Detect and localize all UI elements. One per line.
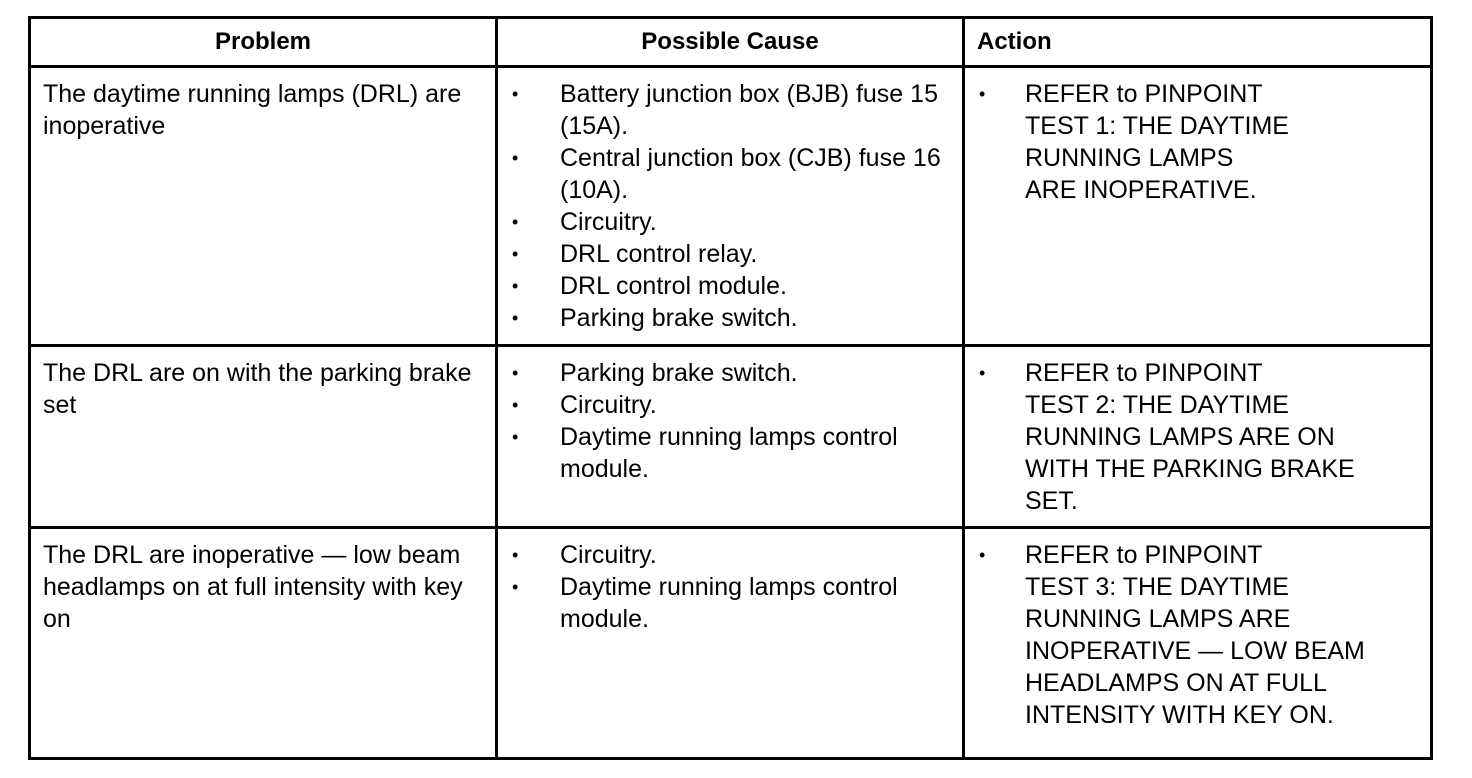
cause-item: • DRL control relay. [510, 238, 950, 270]
action-text: REFER to PINPOINT TEST 3: THE DAYTIME RU… [1025, 541, 1365, 730]
action-list: • REFER to PINPOINT TEST 2: THE DAYTIME R… [977, 357, 1418, 517]
action-list: • REFER to PINPOINT TEST 3: THE DAYTIME R… [977, 539, 1418, 731]
header-row: Problem Possible Cause Action [28, 16, 1433, 68]
action-cell: • REFER to PINPOINT TEST 2: THE DAYTIME R… [962, 344, 1433, 530]
cause-text: Battery junction box (BJB) fuse 15 (15A)… [560, 80, 938, 140]
cause-item: • Circuitry. [510, 206, 950, 238]
action-item: • REFER to PINPOINT TEST 3: THE DAYTIME R… [977, 539, 1418, 731]
bullet-icon: • [512, 545, 519, 566]
bullet-icon: • [512, 395, 519, 416]
problem-cell: The DRL are on with the parking brake se… [28, 344, 498, 530]
bullet-icon: • [512, 244, 519, 264]
bullet-icon: • [512, 148, 519, 168]
action-item: • REFER to PINPOINT TEST 1: THE DAYTIME R… [977, 78, 1418, 206]
cause-item: • Parking brake switch. [510, 302, 950, 334]
cause-text: Circuitry. [560, 208, 657, 236]
cause-text: Central junction box (CJB) fuse 16 (10A)… [560, 144, 941, 204]
cause-item: • Circuitry. [510, 389, 950, 421]
header-possible-cause: Possible Cause [495, 16, 965, 68]
action-item: • REFER to PINPOINT TEST 2: THE DAYTIME R… [977, 357, 1418, 517]
problem-cell: The daytime running lamps (DRL) are inop… [28, 64, 498, 348]
table-row: The DRL are on with the parking brake se… [28, 344, 1433, 530]
cause-text: Circuitry. [560, 541, 657, 570]
cause-text: Daytime running lamps control module. [560, 573, 898, 634]
action-cell: • REFER to PINPOINT TEST 1: THE DAYTIME R… [962, 64, 1433, 348]
cause-text: Parking brake switch. [560, 304, 798, 332]
bullet-icon: • [512, 84, 519, 104]
problem-cell: The DRL are inoperative — low beam headl… [28, 526, 498, 760]
cause-text: Daytime running lamps control module. [560, 423, 898, 484]
cause-item: • Battery junction box (BJB) fuse 15 (15A… [510, 78, 950, 142]
cause-text: Circuitry. [560, 391, 657, 420]
cause-item: • Daytime running lamps control module. [510, 421, 950, 485]
cause-item: • DRL control module. [510, 270, 950, 302]
cause-list: • Parking brake switch. • Circuitry. • Dayt… [510, 357, 950, 485]
cause-cell: • Circuitry. • Daytime running lamps contr… [495, 526, 965, 760]
bullet-icon: • [979, 363, 986, 384]
cause-item: • Circuitry. [510, 539, 950, 571]
bullet-icon: • [512, 308, 519, 328]
action-list: • REFER to PINPOINT TEST 1: THE DAYTIME R… [977, 78, 1418, 206]
table-row: The daytime running lamps (DRL) are inop… [28, 64, 1433, 348]
cause-item: • Daytime running lamps control module. [510, 571, 950, 635]
cause-list: • Battery junction box (BJB) fuse 15 (15A… [510, 78, 950, 334]
cause-text: DRL control relay. [560, 240, 758, 268]
cause-cell: • Parking brake switch. • Circuitry. • Dayt… [495, 344, 965, 530]
bullet-icon: • [979, 545, 986, 566]
table-row: The DRL are inoperative — low beam headl… [28, 526, 1433, 760]
bullet-icon: • [512, 276, 519, 296]
bullet-icon: • [512, 363, 519, 384]
diagnosis-table: Problem Possible Cause Action The daytim… [28, 16, 1433, 760]
header-problem: Problem [28, 16, 498, 68]
bullet-icon: • [979, 84, 986, 104]
cause-text: DRL control module. [560, 272, 787, 300]
bullet-icon: • [512, 577, 519, 598]
cause-cell: • Battery junction box (BJB) fuse 15 (15A… [495, 64, 965, 348]
cause-text: Parking brake switch. [560, 359, 798, 388]
action-text: REFER to PINPOINT TEST 1: THE DAYTIME RU… [1025, 80, 1289, 204]
action-text: REFER to PINPOINT TEST 2: THE DAYTIME RU… [1025, 359, 1355, 516]
bullet-icon: • [512, 212, 519, 232]
action-cell: • REFER to PINPOINT TEST 3: THE DAYTIME R… [962, 526, 1433, 760]
cause-item: • Parking brake switch. [510, 357, 950, 389]
cause-item: • Central junction box (CJB) fuse 16 (10A… [510, 142, 950, 206]
header-action: Action [962, 16, 1433, 68]
bullet-icon: • [512, 427, 519, 448]
cause-list: • Circuitry. • Daytime running lamps contr… [510, 539, 950, 635]
